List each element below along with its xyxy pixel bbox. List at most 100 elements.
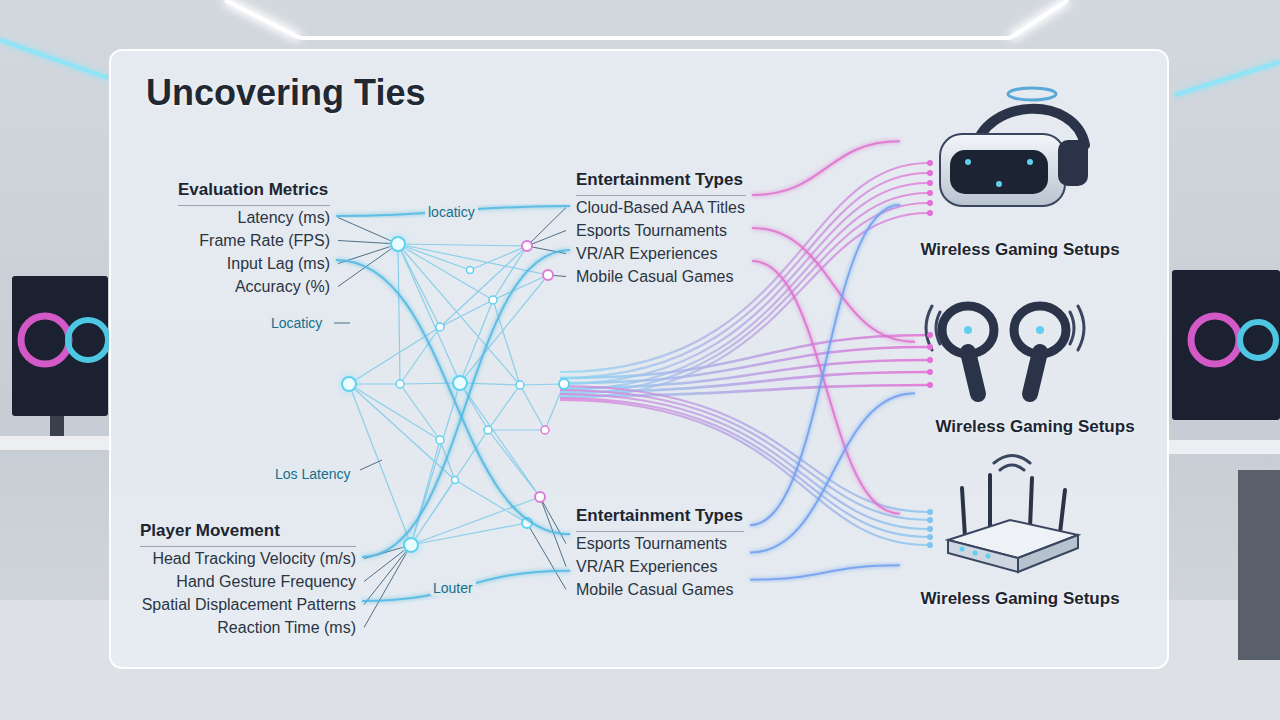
node-dot	[535, 492, 545, 502]
headset-halo	[1008, 88, 1056, 100]
list-item: VR/AR Experiences	[576, 555, 744, 578]
port-dot	[927, 210, 933, 216]
list-item: Hand Gesture Frequency	[140, 570, 356, 593]
node-dot	[541, 426, 549, 434]
list-item: Spatial Displacement Patterns	[140, 593, 356, 616]
setup-label: Wireless Gaming Setups	[920, 587, 1119, 611]
monitor-chart	[1191, 316, 1239, 364]
pc-tower	[1238, 470, 1280, 660]
flow-connector	[750, 205, 900, 526]
node-dot	[452, 477, 459, 484]
port-dot	[927, 369, 933, 375]
metric-tag: locaticy	[425, 204, 478, 220]
list-item: Input Lag (ms)	[178, 252, 330, 275]
port-dot	[927, 542, 933, 548]
port-dot	[927, 200, 933, 206]
node-dot	[543, 270, 553, 280]
group-heading: Entertainment Types	[576, 168, 746, 196]
monitor-chart	[1240, 322, 1276, 358]
port-dot	[927, 526, 933, 532]
wireless-waves	[926, 306, 1084, 350]
metric-tag: Locaticy	[268, 315, 325, 331]
hub-dot	[342, 377, 356, 391]
ceiling-light-glow	[225, 0, 1068, 38]
port-dot	[927, 180, 933, 186]
router-icon	[948, 456, 1078, 573]
node-dot	[522, 241, 532, 251]
node-dot	[489, 296, 497, 304]
hub-dot	[404, 538, 418, 552]
port-dot	[927, 357, 933, 363]
left-monitor	[12, 276, 108, 416]
group-heading: Evaluation Metrics	[178, 178, 330, 206]
movement-group: Player MovementHead Tracking Velocity (m…	[134, 513, 362, 645]
router-led	[960, 547, 965, 552]
setup-node: Wireless Gaming Setups	[900, 462, 1140, 617]
setup-node: Wireless Gaming Setups	[900, 78, 1140, 268]
router-side	[1018, 535, 1078, 572]
flow-connector	[336, 260, 570, 534]
leader-lines	[334, 208, 566, 628]
diagram-title: Uncovering Ties	[146, 72, 425, 114]
port-dot	[927, 382, 933, 388]
flow-connector	[752, 228, 915, 342]
right-monitor	[1172, 270, 1280, 420]
router-led	[986, 554, 991, 559]
port-dot	[927, 170, 933, 176]
controller-light	[1036, 326, 1044, 334]
list-item: Mobile Casual Games	[576, 265, 746, 288]
network-dots	[342, 237, 569, 552]
group-heading: Entertainment Types	[576, 504, 744, 532]
port-dot	[927, 332, 933, 338]
flow-connector	[362, 571, 570, 601]
node-dot	[467, 267, 474, 274]
hub-dot	[453, 376, 467, 390]
left-desk	[0, 436, 112, 450]
node-dot	[516, 381, 524, 389]
wireless-waves	[994, 456, 1030, 471]
setup-label: Wireless Gaming Setups	[920, 238, 1119, 262]
flow-connector	[750, 565, 900, 579]
vr-headset-icon	[940, 88, 1088, 206]
flow-connector	[752, 261, 900, 514]
metric-tag: Los Latency	[272, 466, 354, 482]
connector-group	[336, 141, 915, 601]
setup-label: Wireless Gaming Setups	[935, 415, 1134, 439]
port-dot	[927, 190, 933, 196]
list-item: Cloud-Based AAA Titles	[576, 196, 746, 219]
setup-node: Wireless Gaming Setups	[915, 290, 1155, 445]
port-dot	[927, 344, 933, 350]
flow-bundle	[560, 163, 928, 398]
monitor-chart	[68, 320, 108, 360]
network-lines	[349, 244, 564, 545]
group-heading: Player Movement	[140, 519, 356, 547]
node-dot	[484, 426, 492, 434]
metric-group: Evaluation MetricsLatency (ms)Frame Rate…	[172, 172, 336, 304]
flow-bundle	[560, 335, 928, 396]
node-dot	[436, 436, 444, 444]
headset-side	[1058, 140, 1088, 186]
node-dot	[559, 379, 569, 389]
list-item: Latency (ms)	[178, 206, 330, 229]
node-dot	[396, 380, 404, 388]
glass-panel	[110, 50, 1168, 668]
hub-dot	[391, 237, 405, 251]
list-item: Esports Tournaments	[576, 532, 744, 555]
flow-connector	[750, 393, 915, 552]
router-front	[948, 540, 1018, 572]
port-dots	[927, 160, 933, 548]
headset-body	[940, 134, 1065, 206]
controller-handle	[968, 352, 978, 394]
list-item: VR/AR Experiences	[576, 242, 746, 265]
list-item: Mobile Casual Games	[576, 578, 744, 601]
controllers-icon	[926, 306, 1084, 394]
port-dot	[927, 534, 933, 540]
controller-light	[964, 326, 972, 334]
list-item: Reaction Time (ms)	[140, 616, 356, 639]
headset-light	[996, 181, 1002, 187]
headset-visor	[950, 150, 1048, 194]
right-desk	[1168, 440, 1280, 454]
flow-connector	[752, 141, 900, 195]
